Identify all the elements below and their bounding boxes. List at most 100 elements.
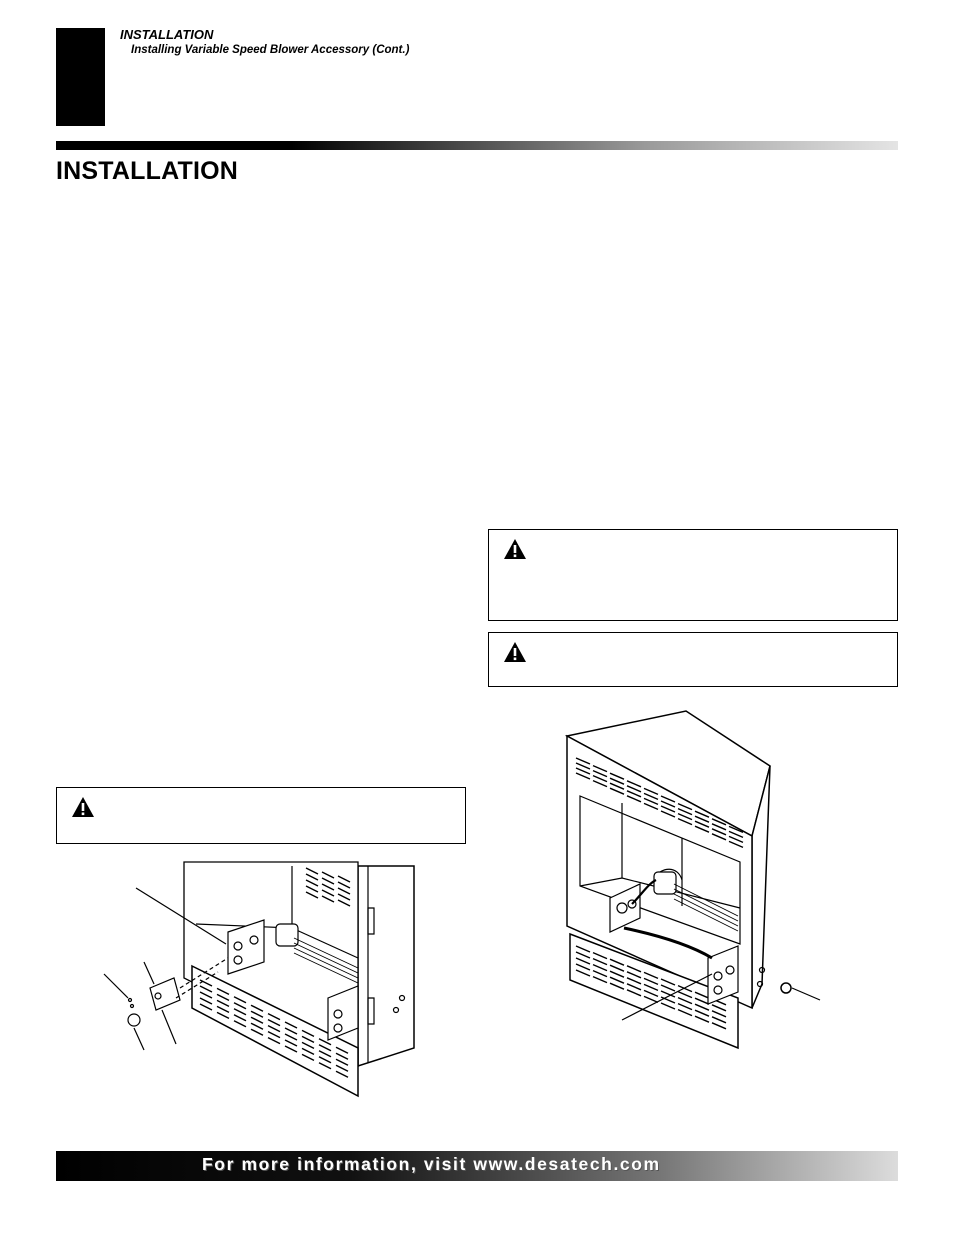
louver-slot (234, 1015, 246, 1021)
louver-slot (576, 768, 590, 774)
louver-slot (661, 985, 675, 991)
louver-slot (285, 1028, 297, 1034)
louver-slot (678, 1004, 692, 1010)
louver-slot (302, 1054, 314, 1060)
louver-slot (268, 1020, 280, 1026)
warning-box-3 (56, 787, 466, 844)
louver-slot (302, 1048, 314, 1054)
louver-slot (644, 972, 658, 978)
louver-slot (678, 819, 692, 825)
louver-slot (644, 798, 658, 804)
louver-slot (729, 831, 743, 837)
louver-slot (576, 763, 590, 769)
louver-slot (268, 1038, 280, 1044)
louver-slot (217, 994, 229, 1000)
louver-slot (338, 882, 350, 888)
louver-slot (285, 1034, 297, 1040)
louver-slot (661, 811, 675, 817)
louver-slot (610, 977, 624, 983)
louver-slot (661, 801, 675, 807)
louver-slot (678, 809, 692, 815)
louver-slot (319, 1039, 331, 1045)
louver-slot (695, 992, 709, 998)
louver-slot (306, 880, 318, 886)
louver-slot (338, 900, 350, 906)
louver-slot (627, 990, 641, 996)
louver-slot (251, 1005, 263, 1011)
louver-slot (712, 834, 726, 840)
louver-slot (217, 1000, 229, 1006)
louver-slot (661, 997, 675, 1003)
louver-slot (319, 1057, 331, 1063)
header-subsection-title: Installing Variable Speed Blower Accesso… (131, 44, 410, 56)
louver-slot (338, 888, 350, 894)
louver-slot (678, 804, 692, 810)
louver-slot (200, 992, 212, 998)
louver-slot (695, 821, 709, 827)
louver-slot (268, 1032, 280, 1038)
louver-slot (251, 1029, 263, 1035)
louver-slot (593, 959, 607, 965)
louver-slot (576, 964, 590, 970)
louver-slot (610, 778, 624, 784)
louver-slot (678, 986, 692, 992)
section-tab-block (56, 28, 105, 126)
louver-slot (593, 766, 607, 772)
louver-slot (661, 806, 675, 812)
louver-slot (268, 1026, 280, 1032)
louver-slot (593, 965, 607, 971)
footer-link-text[interactable]: For more information, visit www.desatech… (202, 1154, 661, 1174)
footer-bar: For more information, visit www.desatech… (56, 1151, 898, 1181)
louver-slot (644, 978, 658, 984)
louver-slot (627, 791, 641, 797)
warning-triangle-icon (504, 642, 526, 662)
louver-slot (712, 824, 726, 830)
louver-slot (322, 884, 334, 890)
louver-slot (593, 953, 607, 959)
louver-slot (200, 998, 212, 1004)
warning-box-1 (488, 529, 898, 621)
louver-slot (593, 781, 607, 787)
louver-slot (627, 781, 641, 787)
louver-slot (200, 986, 212, 992)
louver-slot (322, 872, 334, 878)
louver-slot (251, 1017, 263, 1023)
louver-slot (627, 972, 641, 978)
louver-slot (593, 971, 607, 977)
louver-slot (661, 1003, 675, 1009)
header-gradient-rule (56, 141, 898, 150)
louver-slot (336, 1053, 348, 1059)
louver-slot (678, 814, 692, 820)
louver-slot (695, 998, 709, 1004)
louver-slot (576, 946, 590, 952)
louver-slot (627, 978, 641, 984)
louver-slot (729, 826, 743, 832)
louver-slot (306, 892, 318, 898)
louver-slot (593, 977, 607, 983)
louver-slot (306, 874, 318, 880)
louver-slot (217, 1006, 229, 1012)
louver-slot (644, 788, 658, 794)
louver-slot (695, 1004, 709, 1010)
louver-slot (576, 970, 590, 976)
page-title: INSTALLATION (56, 157, 239, 185)
louver-slot (234, 1021, 246, 1027)
louver-slot (712, 829, 726, 835)
louver-slot (610, 965, 624, 971)
louver-slot (576, 758, 590, 764)
louver-slot (712, 1011, 726, 1017)
louver-slot (644, 984, 658, 990)
louver-slot (712, 1005, 726, 1011)
louver-slot (695, 811, 709, 817)
louver-slot (729, 841, 743, 847)
louver-slot (322, 878, 334, 884)
louver-slot (610, 783, 624, 789)
warning-triangle-icon (72, 797, 94, 817)
louver-slot (338, 876, 350, 882)
louver-slot (234, 1009, 246, 1015)
header-section-title: INSTALLATION (120, 27, 214, 42)
louver-slot (678, 998, 692, 1004)
louver-slot (285, 1046, 297, 1052)
louver-slot (644, 990, 658, 996)
louver-slot (661, 991, 675, 997)
